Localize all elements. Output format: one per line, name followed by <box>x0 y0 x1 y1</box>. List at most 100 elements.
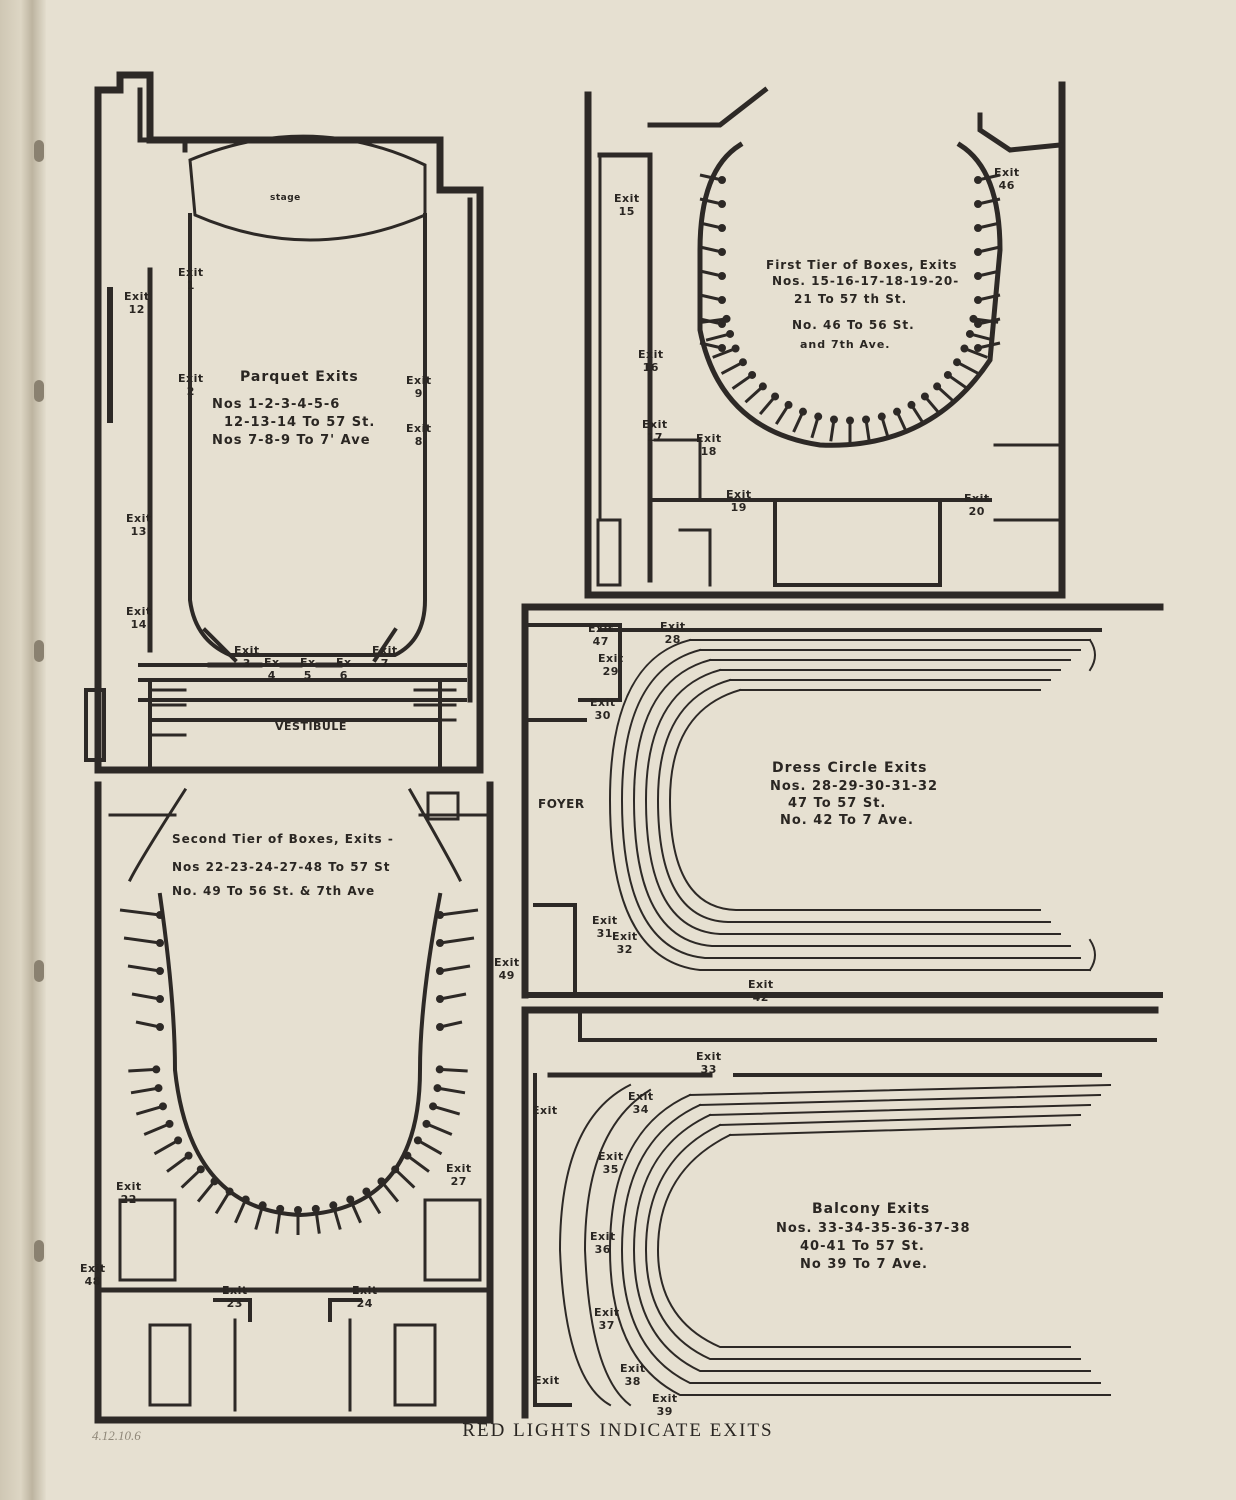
box-divider <box>127 964 161 973</box>
box-divider <box>314 1208 321 1234</box>
exit-number: 37 <box>598 1319 615 1332</box>
binding-hole <box>34 1240 44 1262</box>
exit-number: 33 <box>700 1063 717 1076</box>
box-divider <box>439 992 467 1001</box>
exit-number: 19 <box>730 501 747 514</box>
exit-word: Exit <box>660 620 686 633</box>
balcony-plan <box>521 1006 1159 1419</box>
parquet-title: Parquet Exits <box>240 369 359 385</box>
box-divider-end <box>362 1187 371 1196</box>
binding-edge <box>0 0 46 1500</box>
box-divider-end <box>403 1151 412 1160</box>
exit-number: 47 <box>592 635 609 648</box>
exit-word: Exit <box>234 644 260 657</box>
exit-word: Exit <box>588 622 614 635</box>
box-divider-end <box>436 967 444 975</box>
parquet-plan <box>84 71 484 774</box>
box-divider-end <box>429 1102 438 1111</box>
exit-word: Exit <box>594 1306 620 1319</box>
exit-number: 5 <box>303 669 312 682</box>
exit-word: Exit <box>590 1230 616 1243</box>
exit-number: 7 <box>380 657 389 670</box>
exit-number: 3 <box>242 657 251 670</box>
exit-word: Exit <box>614 192 640 205</box>
exit-word: Exit <box>406 422 432 435</box>
binding-hole <box>34 640 44 662</box>
second-tier-line2: No. 49 To 56 St. & 7th Ave <box>172 884 376 898</box>
box-divider-end <box>329 1201 338 1210</box>
exit-number: 30 <box>594 709 611 722</box>
box-divider <box>969 332 995 342</box>
box-divider-end <box>436 995 444 1003</box>
exit-number: 17 <box>646 431 663 444</box>
box-divider <box>439 936 475 945</box>
box-divider-end <box>722 314 731 323</box>
box-divider-end <box>758 382 767 391</box>
box-divider-end <box>258 1201 267 1210</box>
box-divider-end <box>974 176 982 184</box>
exit-number: 35 <box>602 1163 619 1176</box>
exit-word: Exit <box>352 1284 378 1297</box>
box-divider-end <box>974 296 982 304</box>
box-divider-end <box>846 416 854 425</box>
exit-word: Exit <box>628 1090 654 1103</box>
box-divider-end <box>718 296 726 304</box>
box-divider <box>394 1168 416 1189</box>
exit-word: Exit <box>406 374 432 387</box>
box-divider-end <box>156 967 164 975</box>
box-divider <box>275 1208 282 1234</box>
box-divider-end <box>436 911 444 919</box>
box-divider-end <box>943 370 952 379</box>
exit-number: 6 <box>339 669 348 682</box>
box-divider-end <box>435 1065 444 1074</box>
box-divider-end <box>413 1136 422 1145</box>
exit-word: Exit <box>964 492 990 505</box>
box-divider-end <box>718 176 726 184</box>
exit-number: 36 <box>594 1243 611 1256</box>
box-divider <box>331 1204 342 1230</box>
box-divider-end <box>165 1119 174 1128</box>
box-divider-end <box>718 272 726 280</box>
exit-number: 39 <box>656 1405 673 1418</box>
exit-number: 14 <box>130 618 147 631</box>
box-divider-end <box>953 358 962 367</box>
exit-number: 28 <box>664 633 681 646</box>
box-divider-end <box>718 320 726 328</box>
exit-number: 2 <box>186 385 195 398</box>
box-divider-end <box>738 358 747 367</box>
exit-word: Exit <box>620 1362 646 1375</box>
box-divider-end <box>718 248 726 256</box>
first-tier-title: First Tier of Boxes, Exits <box>766 258 958 272</box>
box-divider <box>705 332 731 342</box>
box-divider-end <box>960 344 969 353</box>
box-divider <box>135 1104 164 1116</box>
box-divider-end <box>718 344 726 352</box>
box-divider <box>380 1180 400 1203</box>
second-tier-line1: Nos 22-23-24-27-48 To 57 St <box>172 860 391 874</box>
exit-number: 4 <box>267 669 276 682</box>
exit-number: 29 <box>602 665 619 678</box>
exit-number: 20 <box>968 505 985 518</box>
parquet-line2: 12-13-14 To 57 St. <box>224 415 376 430</box>
exit-number: 42 <box>752 991 769 1004</box>
first-tier-line1: Nos. 15-16-17-18-19-20- <box>772 274 960 288</box>
box-divider <box>348 1198 362 1224</box>
exit-word: Exit <box>446 1162 472 1175</box>
exit-number: 49 <box>498 969 515 982</box>
parquet-line1: Nos 1-2-3-4-5-6 <box>212 397 341 412</box>
exit-number: 9 <box>414 387 423 400</box>
exit-word: Exit <box>80 1262 106 1275</box>
